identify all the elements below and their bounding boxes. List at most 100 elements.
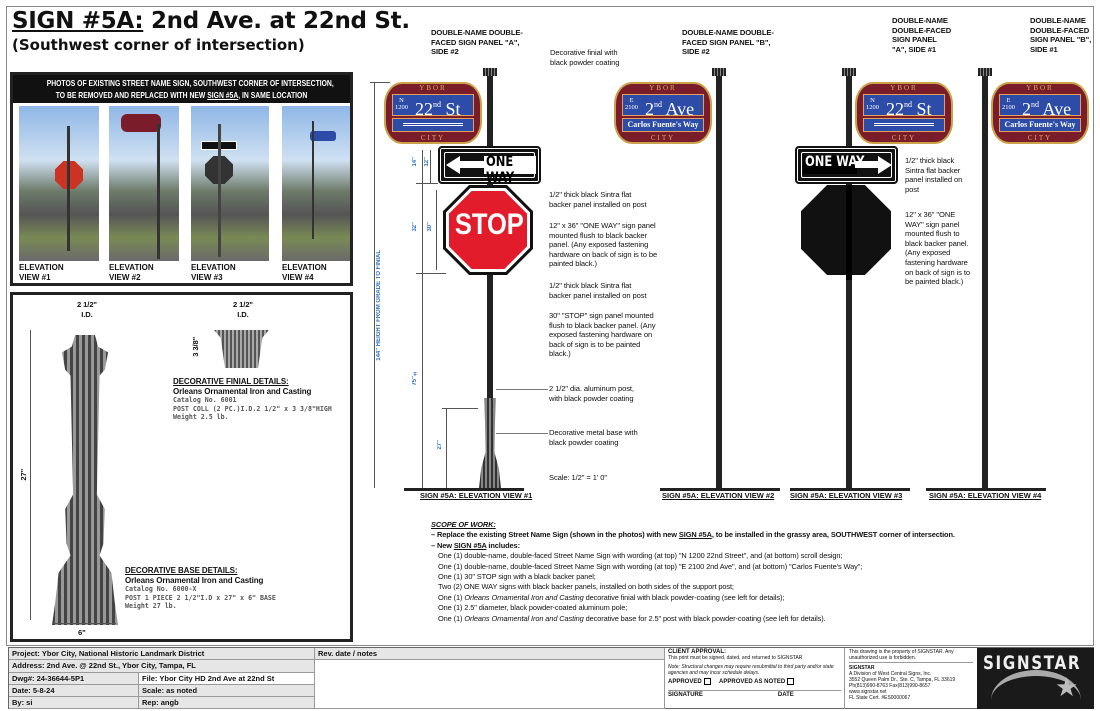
post-view-2 (716, 72, 722, 488)
base-width-line (54, 623, 116, 624)
base-width-dimension: 6" (78, 628, 86, 637)
dim-line-total (374, 82, 375, 488)
callout-backer-2: 1/2" thick black Sintra flat backer pane… (549, 281, 647, 300)
grade-line-view-2 (660, 488, 780, 491)
rev-notes-field: Rev. date / notes (315, 648, 665, 660)
finial-view-4 (978, 68, 992, 76)
grade-line-view-4 (926, 488, 1046, 491)
post-photo (67, 126, 70, 251)
dim-line-left (422, 150, 423, 488)
scroll-design (392, 118, 474, 132)
callout-base: Decorative metal base with black powder … (549, 428, 638, 447)
callout-one-way-panel-2: 12" x 36" "ONE WAY" sign panel mounted f… (905, 210, 971, 287)
arrow-left-icon (446, 156, 460, 174)
dim-total: 144" HEIGHT FROM GRADE TO FINIAL (376, 250, 382, 361)
dwg-field: Dwg#: 24-36644-5P1 (9, 673, 139, 685)
grade-line-view-1 (404, 488, 524, 491)
dim-14: 14" (412, 157, 418, 167)
dim-27: 27" (437, 440, 443, 450)
drawing-frame (6, 6, 1094, 646)
post-photo (218, 124, 221, 257)
address-field: Address: 2nd Ave. @ 22nd St., Ybor City,… (9, 660, 315, 673)
callout-post: 2 1/2" dia. aluminum post, with black po… (549, 384, 634, 403)
approved-as-noted-checkbox[interactable] (787, 678, 795, 685)
dim-30: 30" (427, 222, 433, 232)
page-subtitle: (Southwest corner of intersection) (12, 36, 305, 54)
base-height-dimension: 27" (19, 468, 29, 481)
post-photo (312, 121, 314, 239)
date-sign-field[interactable]: DATE (777, 692, 794, 699)
signstar-logo: SIGNSTAR ★ (977, 648, 1094, 709)
callout-finial: Decorative finial with black powder coat… (550, 48, 620, 67)
rep-field: Rep: angb (139, 697, 315, 709)
dim-line-27 (446, 408, 447, 488)
caption-view-2: SIGN #5A: ELEVATION VIEW #2 (662, 491, 775, 500)
callout-panel-a-side-2: DOUBLE-NAME DOUBLE-FACED SIGN PANEL "A",… (431, 28, 523, 57)
client-approval: CLIENT APPROVAL: This print must be sign… (665, 648, 845, 709)
one-way-text-field (803, 156, 857, 174)
dim-tick (370, 82, 390, 83)
one-way-text-field (484, 156, 536, 174)
callout-backer-3: 1/2" thick black Sintra flat backer pane… (905, 156, 963, 194)
street-sign-photo (310, 131, 336, 141)
dim-32: 32" (412, 222, 418, 232)
finial-view-2 (712, 68, 726, 76)
logo-swoosh (991, 670, 1081, 709)
by-field: By: si (9, 697, 139, 709)
callout-backer-1: 1/2" thick black Sintra flat backer pane… (549, 190, 647, 209)
arrow-right-icon (878, 156, 892, 174)
caption-view-4: SIGN #5A: ELEVATION VIEW #4 (929, 491, 1042, 500)
leader-line (496, 389, 548, 390)
arrow-shaft (855, 161, 880, 168)
file-field: File: Ybor City HD 2nd Ave at 22nd St (139, 673, 315, 685)
one-way-text: ONE WAY (486, 154, 515, 186)
dim-tick (442, 408, 478, 409)
callout-one-way-panel: 12" x 36" "ONE WAY" sign panel mounted f… (549, 221, 658, 269)
page-title: SIGN #5A: 2nd Ave. at 22nd St. (12, 8, 410, 34)
approved-checkbox[interactable] (703, 678, 711, 685)
project-field: Project: Ybor City, National Historic La… (9, 648, 315, 660)
finial-id-dimension: 2 1/2"I.D. (233, 300, 253, 319)
callout-stop-panel: 30" "STOP" sign panel mounted flush to b… (549, 311, 656, 359)
date-field: Date: 5-8-24 (9, 685, 139, 697)
dim-line-12 (430, 150, 431, 183)
post-view-4 (982, 72, 988, 488)
caption-view-3: SIGN #5A: ELEVATION VIEW #3 (790, 491, 903, 500)
photos-heading: PHOTOS OF EXISTING STREET NAME SIGN, SOU… (13, 75, 350, 103)
scroll-design (863, 118, 945, 132)
photo-elevation-view-4 (282, 106, 350, 261)
logo-text: SIGNSTAR (983, 652, 1082, 674)
company-info: This drawing is the property of SIGNSTAR… (847, 649, 975, 701)
scope-of-work: SCOPE OF WORK: – Replace the existing St… (431, 520, 955, 623)
callout-panel-b-side-2: DOUBLE-NAME DOUBLE-FACED SIGN PANEL "B",… (682, 28, 774, 57)
dim-12: 12" (424, 157, 430, 167)
finial-height-dimension: 3 3/8" (191, 336, 201, 357)
photo-elevation-view-2 (109, 106, 179, 261)
rev-notes-area[interactable] (315, 660, 665, 709)
dim-tick (416, 183, 438, 184)
stop-text: STOP (454, 208, 524, 241)
finial-details: DECORATIVE FINIAL DETAILS: Orleans Ornam… (173, 377, 332, 421)
post-view-3 (846, 72, 852, 488)
signature-field[interactable]: SIGNATURE (668, 692, 703, 699)
leader-line (496, 433, 548, 434)
callout-panel-a-side-1: DOUBLE-NAME DOUBLE-FACED SIGN PANEL "A",… (892, 16, 952, 54)
photo-elevation-view-1 (19, 106, 99, 261)
base-height-line (30, 330, 31, 620)
photo-elevation-view-3 (191, 106, 269, 261)
one-way-text: ONE WAY (805, 154, 865, 170)
dim-tick (416, 273, 446, 274)
dim-line-30 (436, 190, 437, 270)
finial-view-3 (842, 68, 856, 76)
one-way-sign-right-view-3: ONE WAY (795, 146, 898, 184)
scale-note: Scale: 1/2" = 1' 0" (549, 473, 607, 482)
arrow-shaft (459, 161, 484, 168)
base-id-dimension: 2 1/2"I.D. (77, 300, 97, 319)
dim-75: 75"± (412, 370, 418, 386)
